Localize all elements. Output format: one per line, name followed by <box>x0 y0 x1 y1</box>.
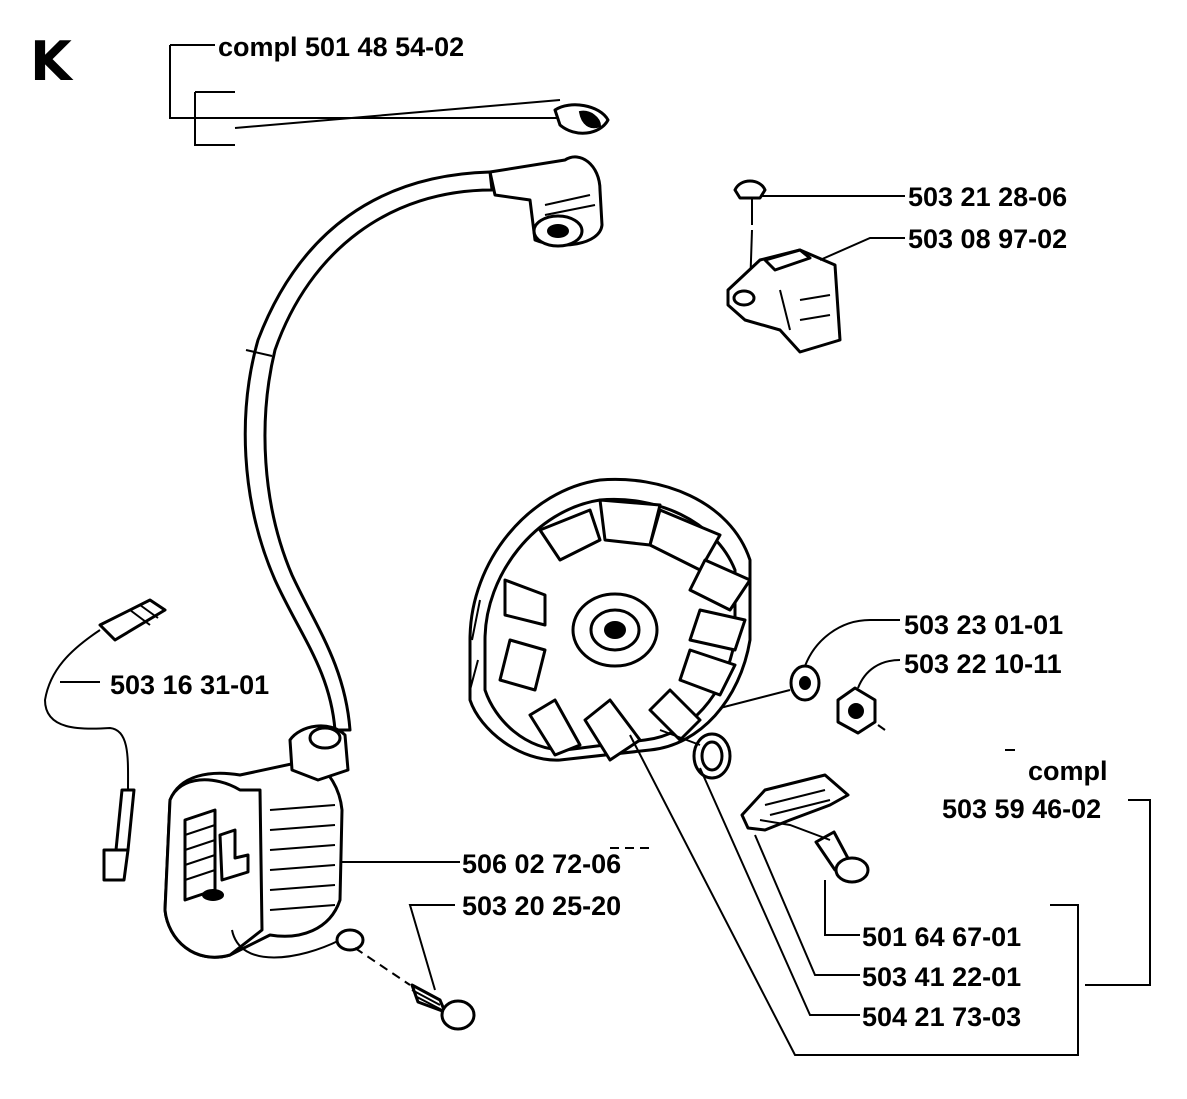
label-screw-top: 503 21 28-06 <box>908 182 1067 212</box>
label-washer: 503 23 01-01 <box>904 610 1063 640</box>
label-pawl: 503 41 22-01 <box>862 962 1021 992</box>
flywheel <box>468 477 752 762</box>
nut <box>836 659 901 735</box>
ignition-module <box>163 724 411 986</box>
label-cable: 503 16 31-01 <box>110 670 269 700</box>
short-circuit-cable <box>43 598 167 882</box>
module-screw <box>408 904 476 1031</box>
label-module-screw: 503 20 25-20 <box>462 891 621 921</box>
short-circuit-contact <box>726 179 905 354</box>
label-flywheel: 504 21 73-03 <box>862 1002 1021 1032</box>
ignition-cable <box>243 170 494 732</box>
section-letter: K <box>30 30 74 93</box>
pawl-spring <box>659 729 732 780</box>
spark-plug-cap <box>169 44 610 248</box>
label-short-circuit-contact: 503 08 97-02 <box>908 224 1067 254</box>
label-flywheel-compl-number: 503 59 46-02 <box>942 794 1101 824</box>
label-flywheel-compl-word: compl <box>1028 756 1108 786</box>
label-nut: 503 22 10-11 <box>904 649 1062 679</box>
washer <box>719 619 900 709</box>
label-pawl-screw: 501 64 67-01 <box>862 922 1021 952</box>
pawl-screw <box>759 819 870 884</box>
label-ignition-lead-compl: compl 501 48 54-02 <box>218 32 464 62</box>
label-ignition-module: 506 02 72-06 <box>462 849 621 879</box>
pawl <box>740 773 850 832</box>
